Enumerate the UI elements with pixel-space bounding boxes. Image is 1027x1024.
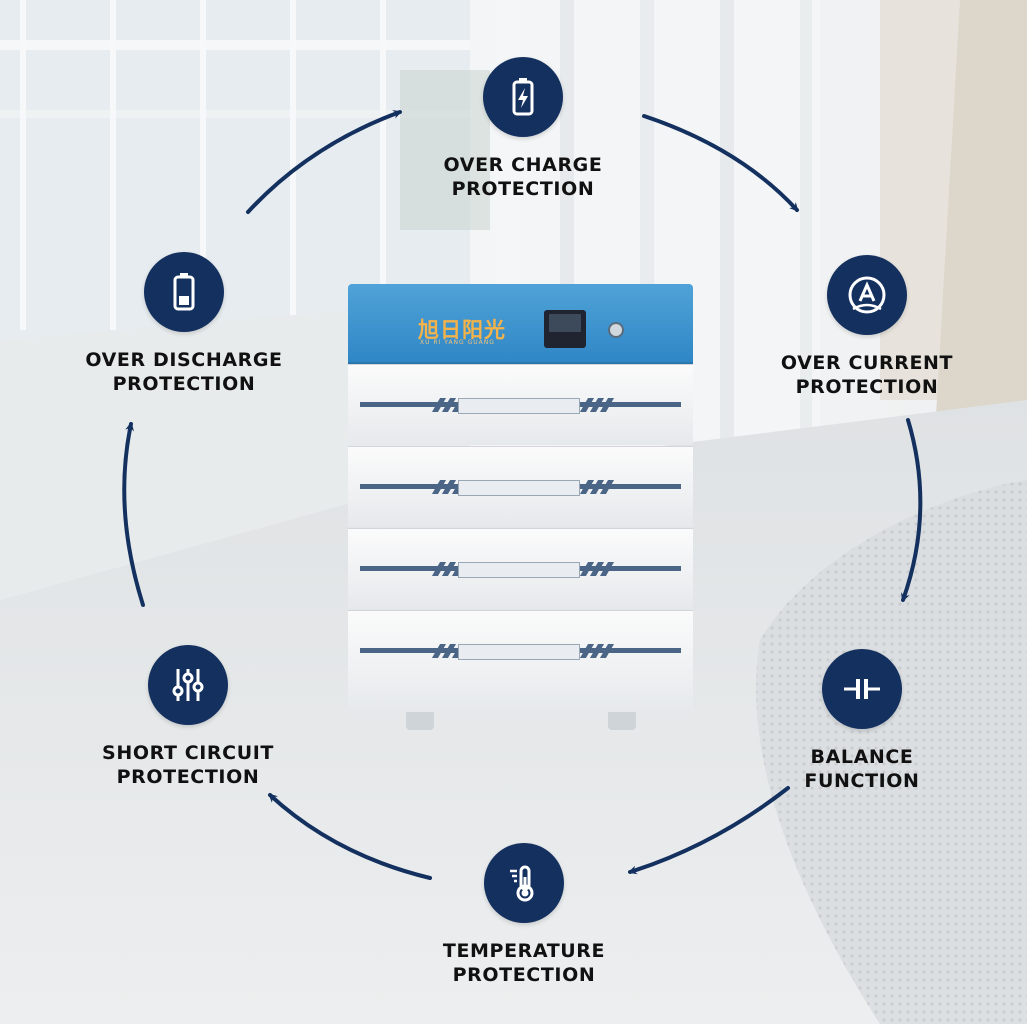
capacitor-icon bbox=[822, 649, 902, 729]
ammeter-icon bbox=[827, 255, 907, 335]
cycle-arrows bbox=[122, 110, 923, 880]
brand-sub: XU RI YANG GUANG bbox=[420, 339, 495, 346]
arrow-short-to-discharge bbox=[122, 421, 145, 607]
sliders-icon bbox=[148, 645, 228, 725]
arrow-discharge-to-charge bbox=[246, 110, 403, 214]
lcd-display bbox=[544, 310, 586, 348]
battery-charging-icon bbox=[483, 57, 563, 137]
battery-module bbox=[348, 446, 693, 527]
battery-module bbox=[348, 364, 693, 445]
battery-module bbox=[348, 528, 693, 609]
arrow-temperature-to-short bbox=[268, 793, 432, 880]
battery-feet bbox=[406, 712, 636, 730]
arrow-balance-to-temperature bbox=[627, 786, 790, 875]
arrow-charge-to-current bbox=[642, 114, 799, 212]
thermometer-icon bbox=[484, 843, 564, 923]
battery-top-cap: 旭日阳光 XU RI YANG GUANG bbox=[348, 284, 693, 364]
battery-low-icon bbox=[144, 252, 224, 332]
brand-logo: 旭日阳光 bbox=[418, 318, 506, 342]
arrow-current-to-balance bbox=[901, 418, 923, 603]
power-button bbox=[608, 322, 624, 338]
battery-module bbox=[348, 610, 693, 713]
battery-cabinet: 旭日阳光 XU RI YANG GUANG bbox=[348, 284, 693, 730]
